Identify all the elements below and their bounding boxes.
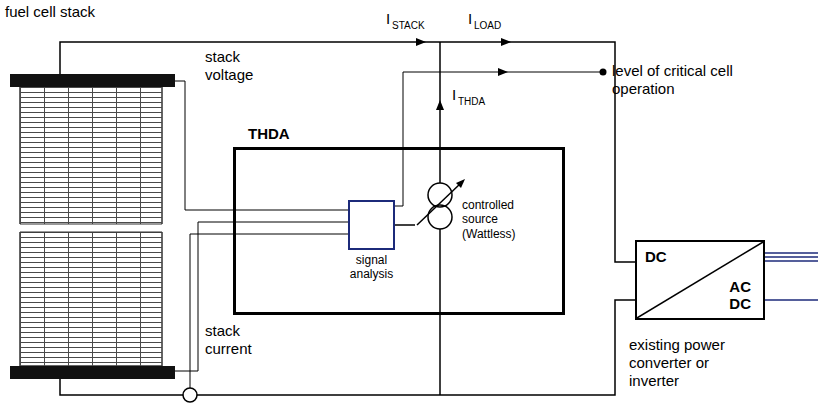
- port-label: AC DC: [729, 278, 751, 313]
- power-wire: [60, 42, 635, 395]
- diagram-title: fuel cell stack: [5, 3, 95, 21]
- source-label: controlled source (Wattless): [462, 198, 534, 241]
- box-caption: existing power converter or inverter: [629, 336, 733, 390]
- output-lines: [765, 253, 818, 300]
- current-arrow: [416, 38, 511, 110]
- block-label: signal analysis: [340, 254, 403, 282]
- signal-connector: [395, 224, 415, 226]
- current-subscript: THDA: [458, 96, 485, 108]
- current-subscript: STACK: [392, 20, 425, 32]
- box-title: THDA: [248, 125, 290, 143]
- current-subscript: LOAD: [474, 20, 501, 32]
- controlled-source: controlled source (Wattless): [415, 178, 545, 250]
- fuel-cell-stack: [10, 74, 175, 379]
- current-symbol: I: [386, 10, 390, 28]
- current-symbol: I: [468, 10, 472, 28]
- signal-wire: [175, 72, 600, 388]
- signal-analysis-block: signal analysis: [348, 200, 395, 295]
- port-label: DC: [645, 248, 667, 266]
- current-symbol: I: [452, 86, 456, 104]
- output-terminal: [600, 69, 607, 76]
- signal-label: stack current: [205, 322, 267, 358]
- thda-box: THDAsignal analysiscontrolled source (Wa…: [233, 147, 565, 315]
- current-sensor: [183, 388, 197, 402]
- signal-label: stack voltage: [205, 48, 267, 84]
- signal-box-outline: [348, 200, 395, 250]
- output-label: level of critical cell operation: [612, 62, 737, 98]
- power-converter: DCAC DCexisting power converter or inver…: [635, 240, 765, 320]
